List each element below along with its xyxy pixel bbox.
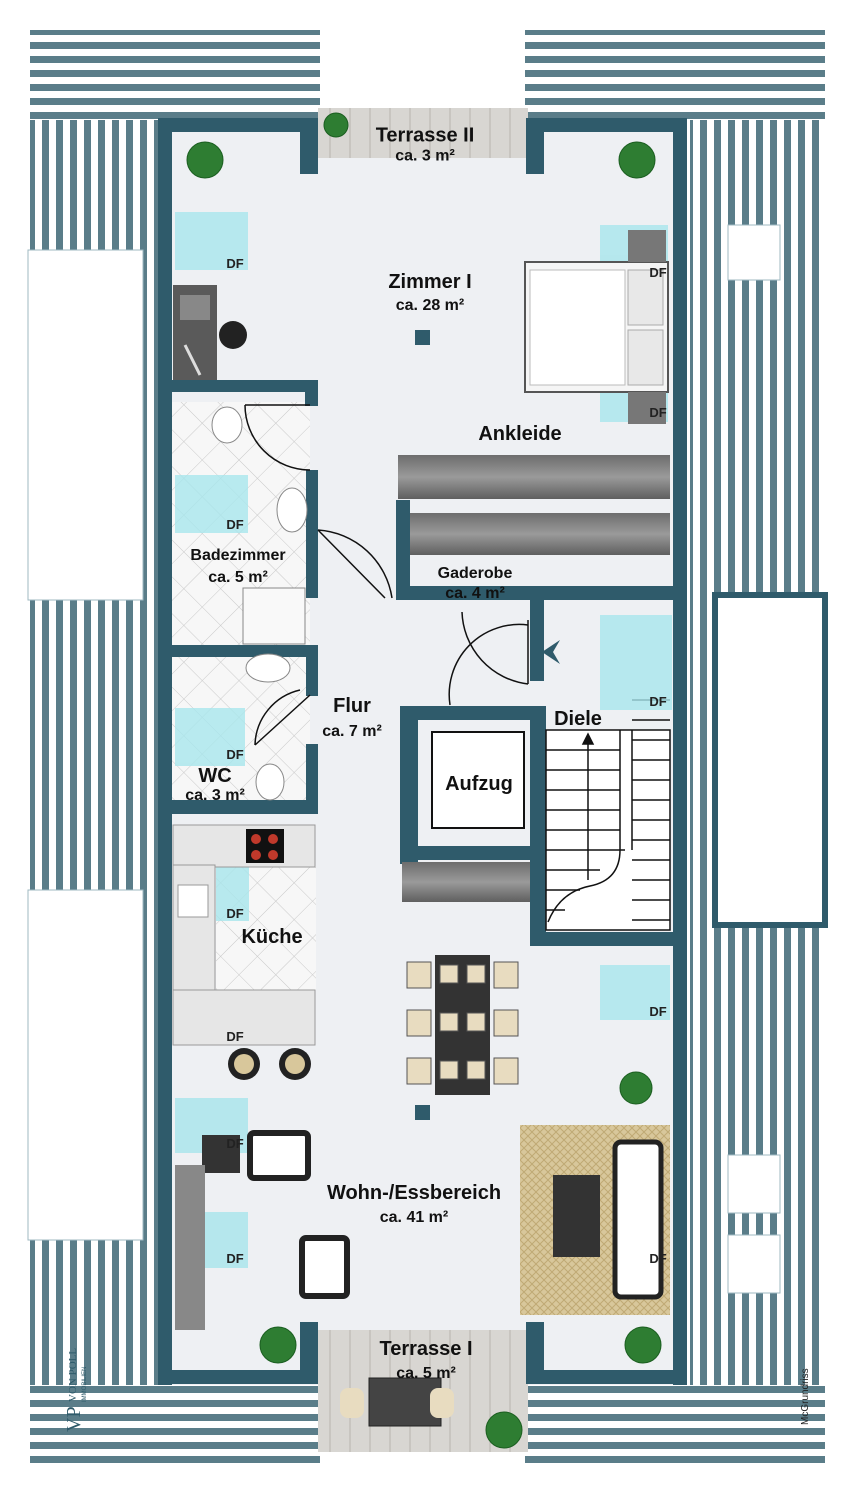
skylight-label: DF (226, 1029, 243, 1044)
von-poll-logo: VP VON POLL IMMOBILIEN (63, 1348, 88, 1432)
wohn-ess-area: ca. 41 m² (380, 1209, 448, 1226)
logo-initials: VP (63, 1406, 85, 1432)
bathroom-fixtures (211, 406, 308, 801)
wardrobes (398, 455, 670, 902)
kueche-name: Küche (241, 926, 302, 948)
terrasse-2-area (318, 108, 528, 158)
skylight-label: DF (649, 694, 666, 709)
wohn-ess-name: Wohn-/Essbereich (327, 1182, 501, 1204)
terrasse-2-area-label: ca. 3 m² (395, 147, 455, 164)
zimmer-1-name: Zimmer I (388, 271, 471, 293)
column (415, 1105, 430, 1120)
elevator-car (431, 731, 525, 829)
arrow-icon (542, 640, 560, 664)
skylight-label: DF (226, 256, 243, 271)
skylight-label: DF (649, 265, 666, 280)
walls (158, 118, 687, 1385)
ankleide-name: Ankleide (478, 423, 561, 445)
column (415, 330, 430, 345)
kitchen (172, 824, 316, 1080)
skylight-label: DF (649, 1251, 666, 1266)
skylight-label: DF (226, 747, 243, 762)
terrasse-1-name: Terrasse I (379, 1338, 472, 1360)
bed (524, 230, 669, 424)
flur-area: ca. 7 m² (322, 723, 382, 740)
diele-name: Diele (554, 708, 602, 730)
skylight-label: DF (649, 405, 666, 420)
plants (186, 112, 662, 1449)
terrasse-1-area: ca. 5 m² (396, 1365, 456, 1382)
badezimmer-name: Badezimmer (190, 547, 285, 564)
logo-brand: VON POLL (67, 1348, 79, 1402)
dining-table (406, 955, 519, 1095)
gaderobe-name: Gaderobe (438, 565, 513, 582)
staircase (545, 699, 671, 931)
skylight-label: DF (226, 1136, 243, 1151)
aufzug-name: Aufzug (445, 773, 513, 795)
doors (244, 404, 529, 746)
badezimmer-area: ca. 5 m² (208, 569, 268, 586)
skylight-label: DF (226, 1251, 243, 1266)
credit-text: McGrundriss (800, 1368, 811, 1425)
zimmer-1-area: ca. 28 m² (396, 297, 464, 314)
flur-name: Flur (333, 695, 371, 717)
terrasse-2-name: Terrasse II (376, 125, 475, 147)
gaderobe-area: ca. 4 m² (445, 585, 505, 602)
skylight-label: DF (226, 517, 243, 532)
logo-sub: IMMOBILIEN (82, 1367, 88, 1402)
skylight-label: DF (226, 906, 243, 921)
living-area-furniture (175, 1125, 670, 1427)
wc-name: WC (198, 765, 231, 787)
desk (173, 285, 247, 380)
skylight-label: DF (649, 1004, 666, 1019)
wc-area: ca. 3 m² (185, 787, 245, 804)
